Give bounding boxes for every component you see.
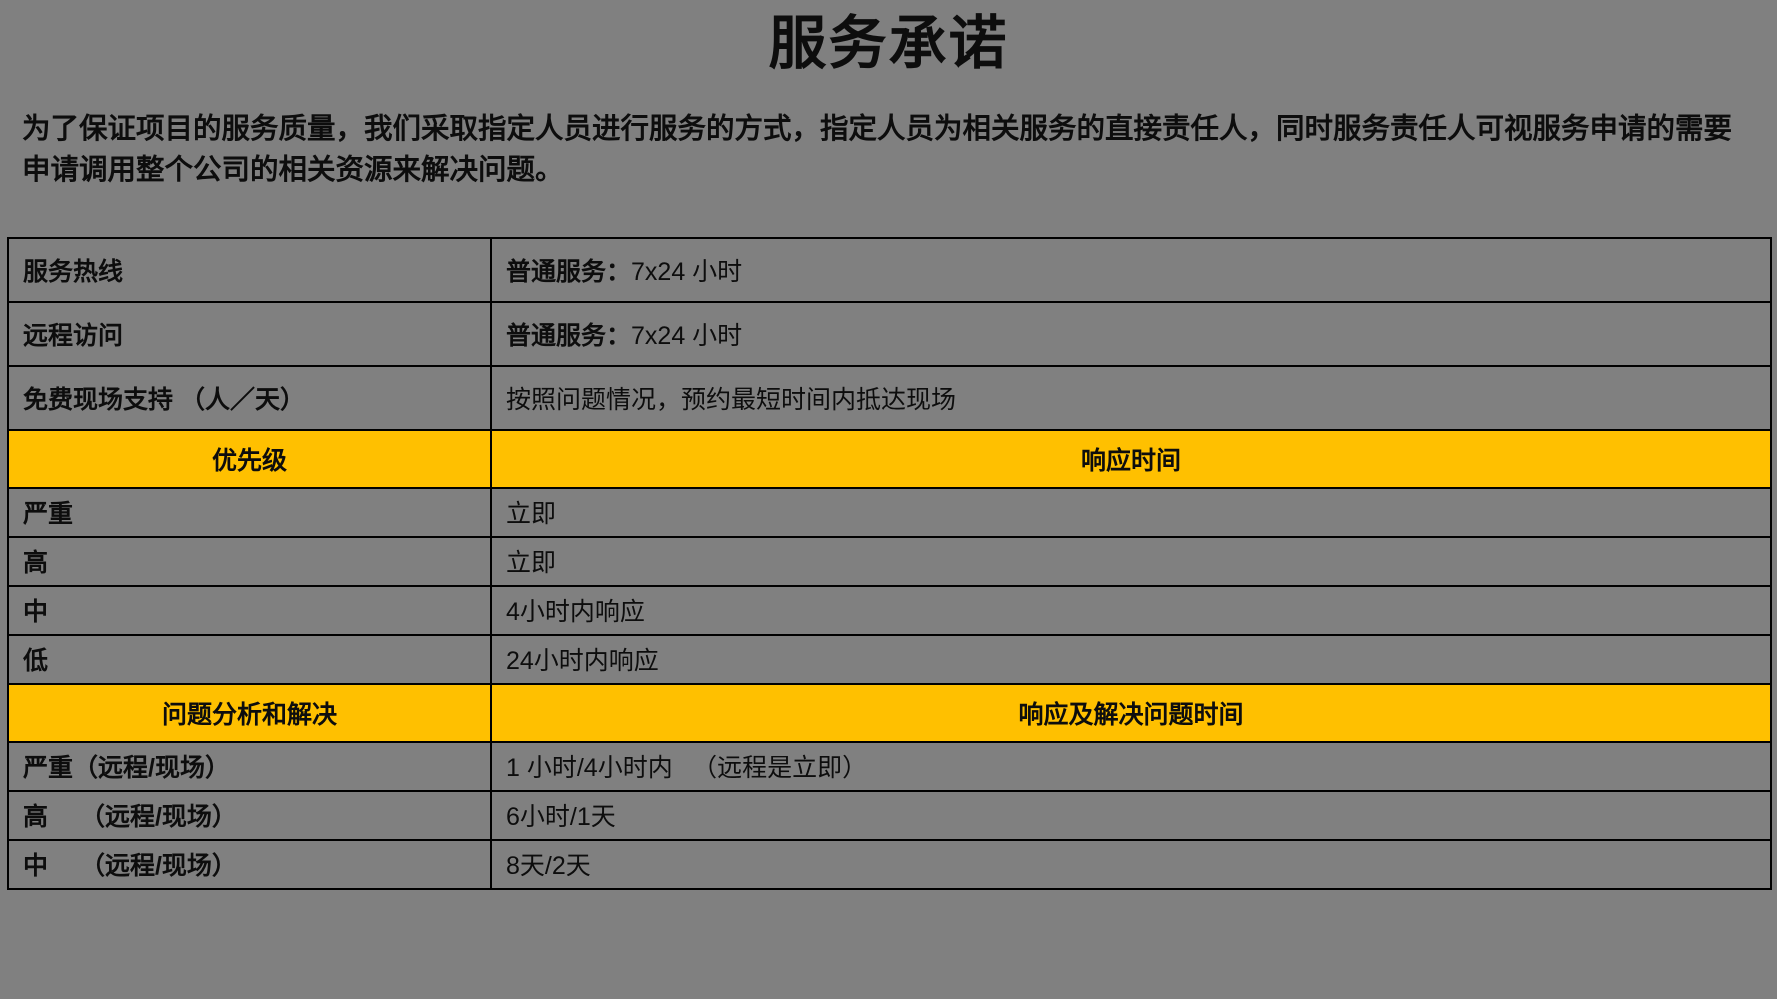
row-value: 立即: [490, 535, 1772, 587]
table-row: 高 立即: [7, 535, 1772, 587]
row-label: 高: [7, 535, 492, 587]
section-header-right: 响应时间: [490, 428, 1772, 489]
table-row: 高 （远程/现场） 6小时/1天: [7, 789, 1772, 841]
section-header-left: 问题分析和解决: [7, 682, 492, 743]
row-value-prefix: 普通服务：: [506, 257, 632, 286]
row-value: 普通服务：7x24 小时: [490, 300, 1772, 367]
row-label: 中: [7, 584, 492, 636]
row-label: 严重（远程/现场）: [7, 740, 492, 792]
table-row: 低 24小时内响应: [7, 633, 1772, 685]
row-label: 免费现场支持 （人／天）: [7, 364, 492, 431]
row-value-rest: 7x24 小时: [631, 321, 743, 350]
service-table-container: 服务热线 普通服务：7x24 小时 远程访问 普通服务：7x24 小时 免费现场…: [0, 192, 1777, 890]
row-label: 高 （远程/现场）: [7, 789, 492, 841]
section-header-left: 优先级: [7, 428, 492, 489]
row-value: 4小时内响应: [490, 584, 1772, 636]
row-label: 远程访问: [7, 300, 492, 367]
section-header-resolution: 问题分析和解决 响应及解决问题时间: [7, 682, 1772, 743]
table-row: 严重（远程/现场） 1 小时/4小时内 （远程是立即）: [7, 740, 1772, 792]
row-value: 按照问题情况，预约最短时间内抵达现场: [490, 364, 1772, 431]
row-value: 普通服务：7x24 小时: [490, 236, 1772, 303]
section-header-priority: 优先级 响应时间: [7, 428, 1772, 489]
row-value: 1 小时/4小时内 （远程是立即）: [490, 740, 1772, 792]
row-value: 8天/2天: [490, 838, 1772, 890]
row-value-rest: 按照问题情况，预约最短时间内抵达现场: [506, 385, 957, 414]
intro-paragraph: 为了保证项目的服务质量，我们采取指定人员进行服务的方式，指定人员为相关服务的直接…: [22, 112, 1733, 187]
table-row: 中 （远程/现场） 8天/2天: [7, 838, 1772, 890]
table-row: 免费现场支持 （人／天） 按照问题情况，预约最短时间内抵达现场: [7, 364, 1772, 431]
service-commitment-table: 服务热线 普通服务：7x24 小时 远程访问 普通服务：7x24 小时 免费现场…: [7, 236, 1772, 890]
row-value-prefix: 普通服务：: [506, 321, 632, 350]
table-row: 中 4小时内响应: [7, 584, 1772, 636]
row-label: 服务热线: [7, 236, 492, 303]
row-value: 6小时/1天: [490, 789, 1772, 841]
table-row: 严重 立即: [7, 486, 1772, 538]
table-row: 服务热线 普通服务：7x24 小时: [7, 236, 1772, 303]
section-header-right: 响应及解决问题时间: [490, 682, 1772, 743]
row-label: 低: [7, 633, 492, 685]
row-label: 中 （远程/现场）: [7, 838, 492, 890]
row-label: 严重: [7, 486, 492, 538]
page-title: 服务承诺: [768, 11, 1009, 76]
row-value: 24小时内响应: [490, 633, 1772, 685]
row-value: 立即: [490, 486, 1772, 538]
row-value-rest: 7x24 小时: [631, 257, 743, 286]
table-row: 远程访问 普通服务：7x24 小时: [7, 300, 1772, 367]
